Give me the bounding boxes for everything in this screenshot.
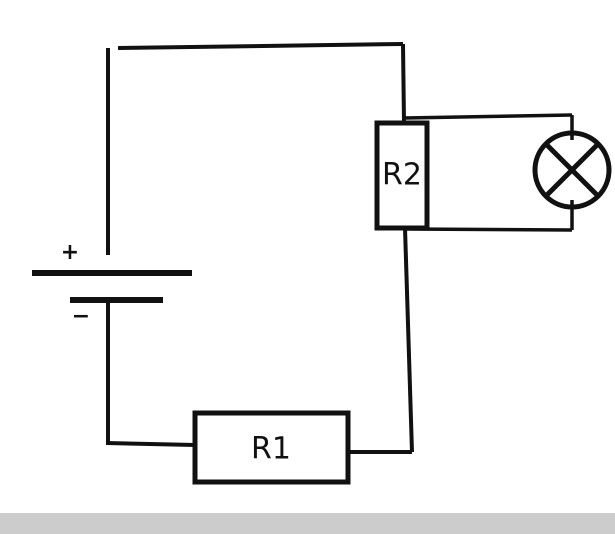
resistor-r2: R2 xyxy=(374,120,430,231)
wire-top-right-down-to-r2 xyxy=(401,43,406,124)
wire-top-rail xyxy=(117,42,404,50)
battery-symbol: + − xyxy=(32,240,192,329)
wire-r1-left-lead xyxy=(105,441,196,447)
resistor-r2-body xyxy=(374,120,430,231)
wire-r2-top-to-lamp xyxy=(404,113,573,120)
battery-positive-label: + xyxy=(61,240,79,265)
resistor-r1: R1 xyxy=(192,410,351,485)
resistor-r2-label: R2 xyxy=(382,158,422,193)
lamp-cross-stroke-b xyxy=(544,142,600,198)
battery-negative-label: − xyxy=(72,304,90,329)
resistor-r1-body xyxy=(192,410,351,485)
lamp-circle xyxy=(532,130,612,210)
resistor-r1-label: R1 xyxy=(251,432,291,467)
footer-gray-bar xyxy=(0,513,615,534)
wire-group xyxy=(105,42,574,454)
wire-r2-bottom-to-lamp xyxy=(404,227,573,232)
wire-r2-down-to-r1 xyxy=(403,227,414,453)
lamp-symbol xyxy=(532,130,612,210)
